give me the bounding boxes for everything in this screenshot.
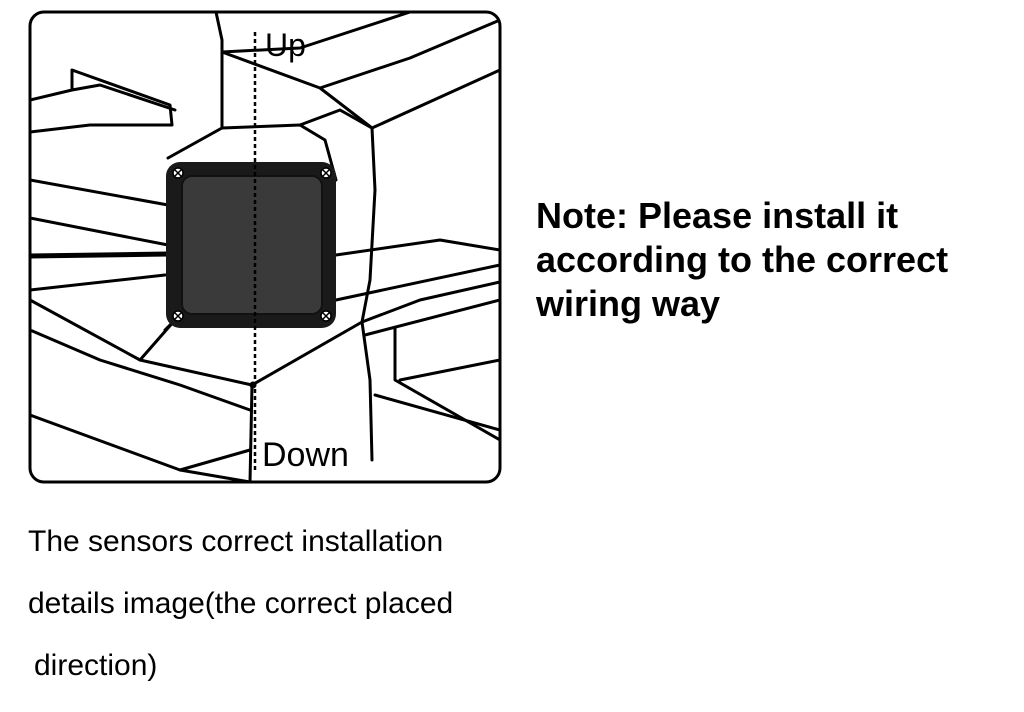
image-caption: The sensors correct installation details… [28,495,518,712]
caption-line: details image(the correct placed [28,587,454,620]
up-label: Up [265,27,306,63]
diagram-frame [28,10,502,484]
axis-point [249,381,257,389]
caption-line: The sensors correct installation [28,525,444,558]
installation-diagram: Up Down [28,10,502,484]
down-label: Down [262,436,349,474]
bracket-line-art [30,12,500,482]
caption-line: direction) [34,649,158,682]
installation-note: Note: Please install it according to the… [536,195,949,324]
sensor-module [166,162,336,328]
screw-icon [172,167,332,322]
